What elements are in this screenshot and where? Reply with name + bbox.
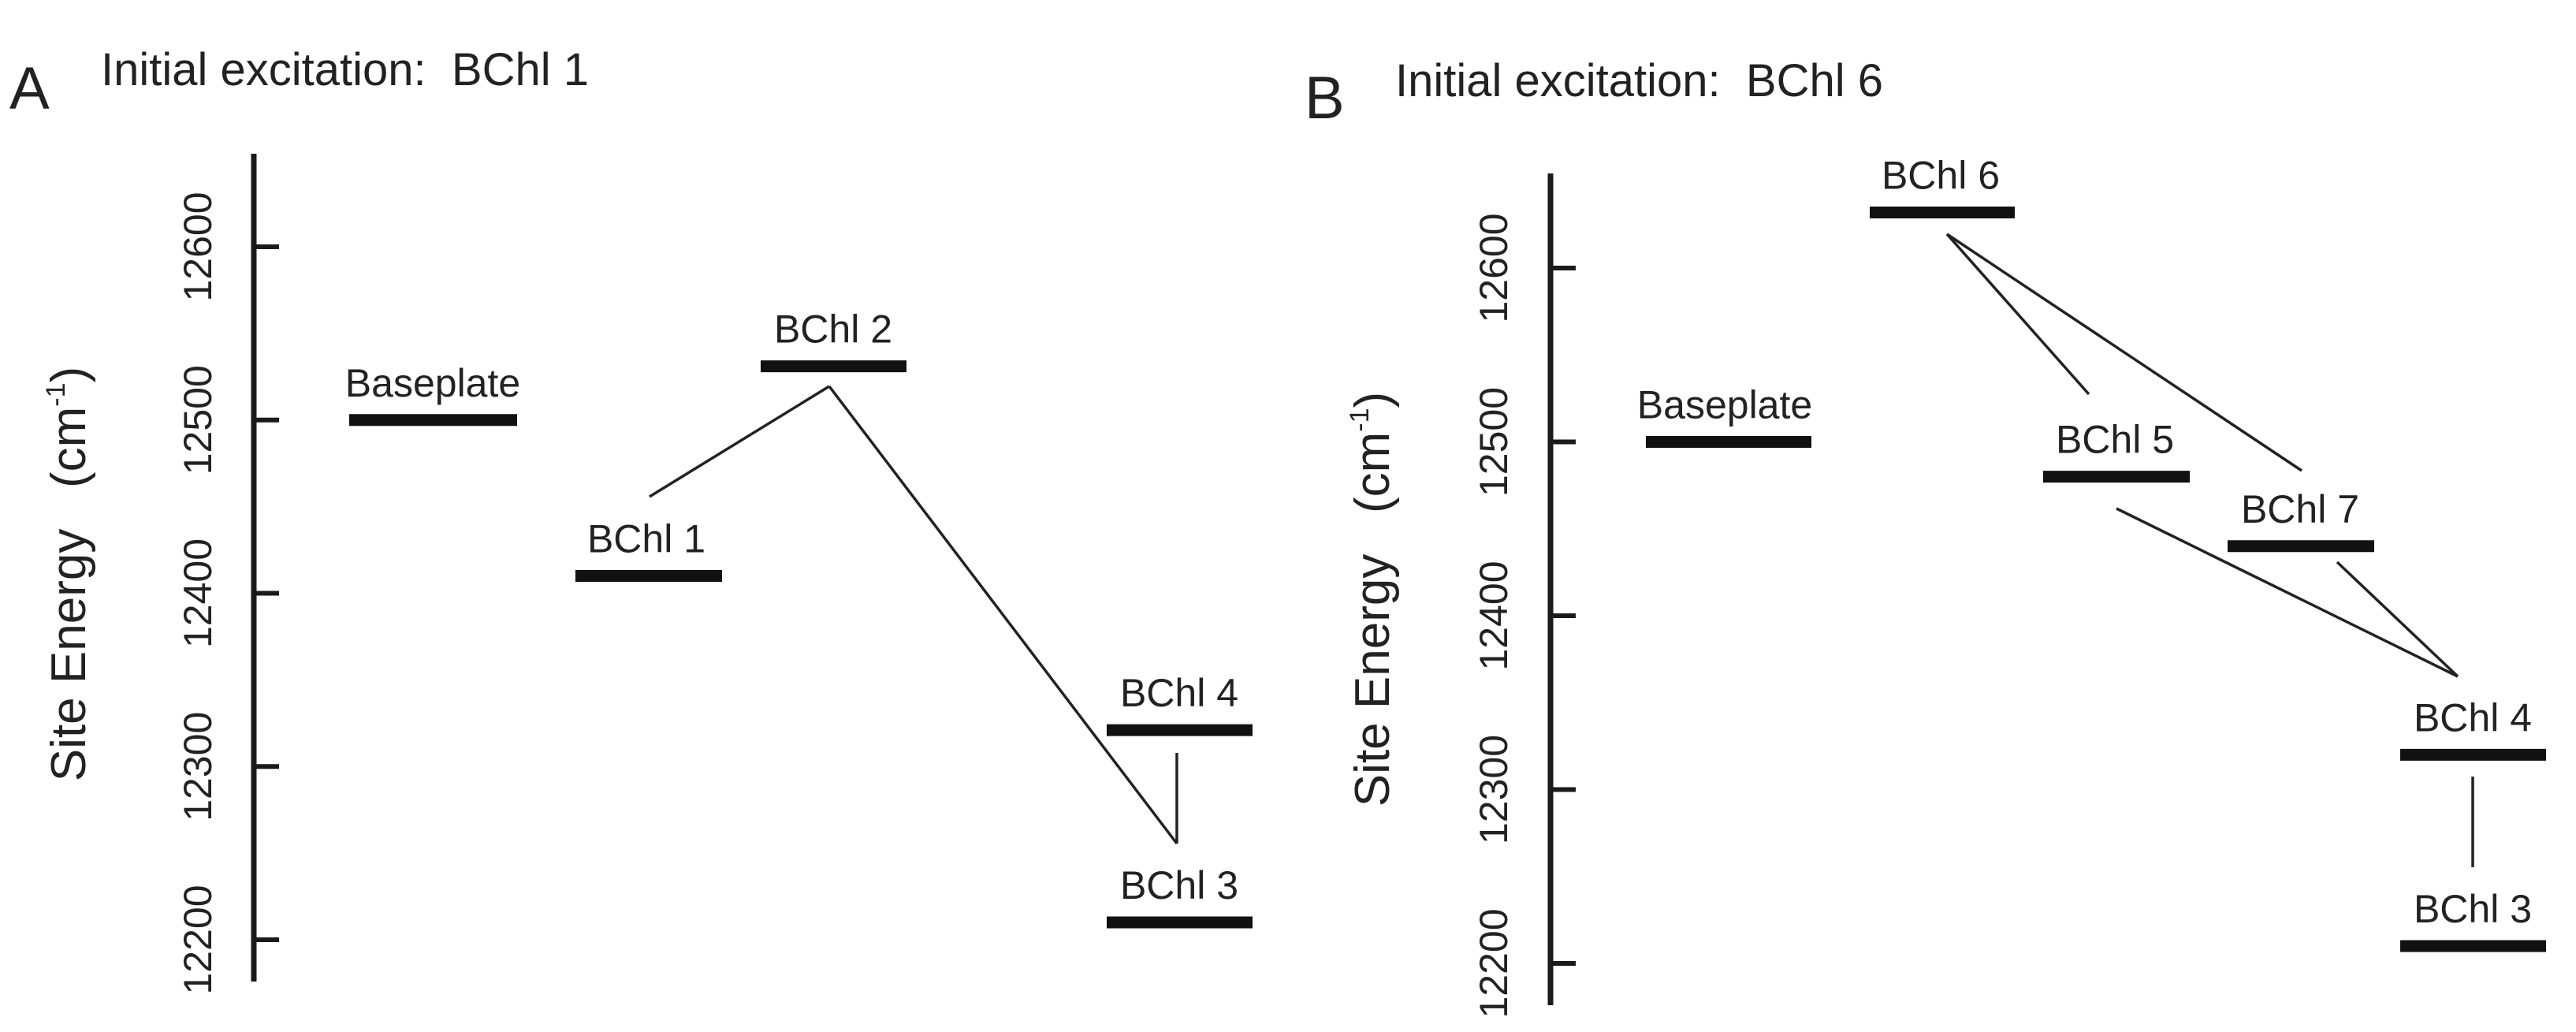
y-axis-unit-close: ): [42, 367, 96, 383]
pathway-line: [1945, 233, 2090, 396]
panel-a: A Initial excitation: BChl 1 Site Energy (…: [9, 44, 1253, 995]
energy-level-label: BChl 3: [1120, 863, 1238, 907]
y-axis-unit: (cm: [1346, 432, 1400, 513]
energy-level-label: BChl 4: [2414, 695, 2532, 740]
panel-title-prefix: Initial excitation:: [101, 44, 452, 95]
panel-title: Initial excitation: BChl 6: [1395, 55, 1883, 106]
panel-title-subject: BChl 1: [452, 44, 589, 95]
pathway-line: [2336, 561, 2459, 678]
y-tick-label: 12200: [176, 885, 220, 994]
pathway-line: [1946, 233, 2302, 472]
y-tick-label: 12500: [176, 365, 220, 475]
panel-title-prefix: Initial excitation:: [1395, 55, 1746, 106]
y-axis-label-text: Site Energy: [42, 488, 96, 781]
energy-level-label: BChl 3: [2414, 887, 2532, 931]
y-axis-label: Site Energy (cm-1): [1345, 392, 1400, 807]
panel-title: Initial excitation: BChl 1: [101, 44, 589, 95]
y-tick-label: 12600: [1472, 213, 1516, 322]
y-tick-label: 12500: [1472, 387, 1516, 497]
energy-level-label: Baseplate: [1637, 383, 1812, 427]
y-axis-label-text: Site Energy: [1346, 513, 1400, 807]
panel-letter: B: [1305, 65, 1345, 132]
energy-level-label: BChl 4: [1120, 671, 1238, 715]
y-tick-label: 12200: [1472, 908, 1516, 1018]
y-axis-label: Site Energy (cm-1): [41, 367, 96, 781]
pathway-line: [828, 385, 1178, 845]
energy-level-label: BChl 6: [1882, 153, 2000, 197]
energy-level-label: Baseplate: [345, 361, 520, 405]
panel-title-subject: BChl 6: [1746, 55, 1883, 106]
y-tick-label: 12600: [176, 192, 220, 301]
y-axis-unit: (cm: [42, 407, 96, 488]
y-tick-label: 12400: [176, 538, 220, 648]
y-axis-unit-superscript: -1: [1345, 408, 1375, 431]
panel-letter: A: [9, 55, 50, 122]
y-tick-label: 12300: [1472, 735, 1516, 844]
y-axis-unit-superscript: -1: [41, 382, 71, 406]
energy-level-label: BChl 5: [2056, 418, 2174, 462]
pathway-line: [2116, 507, 2459, 678]
pathway-line: [649, 385, 830, 498]
y-tick-label: 12300: [176, 712, 220, 822]
energy-level-label: BChl 7: [2241, 487, 2359, 531]
energy-level-label: BChl 1: [587, 517, 705, 561]
y-axis-unit-close: ): [1346, 392, 1400, 408]
energy-level-label: BChl 2: [774, 307, 892, 352]
y-tick-label: 12400: [1472, 561, 1516, 670]
panel-b: B Initial excitation: BChl 6 Site Energy (…: [1305, 55, 2546, 1019]
